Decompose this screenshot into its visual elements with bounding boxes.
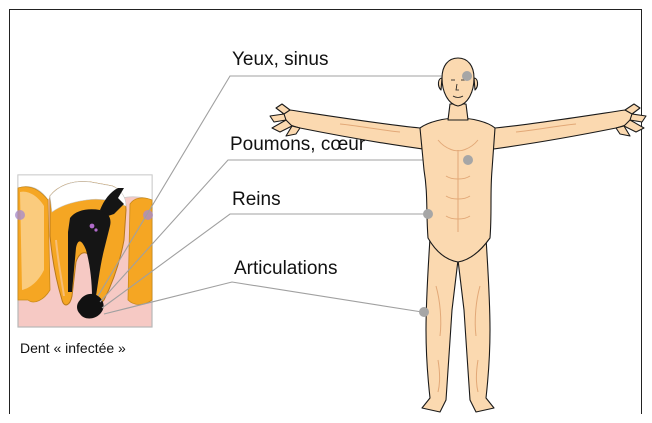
marker-dot-joints	[419, 307, 429, 317]
label-kidneys: Reins	[232, 190, 281, 209]
marker-dot-lungs-heart	[463, 155, 473, 165]
marker-dot-kidneys	[423, 209, 433, 219]
label-lungs-heart: Poumons, cœur	[230, 135, 365, 154]
leader-line-lungs-heart	[100, 160, 468, 302]
tooth-illustration	[15, 175, 153, 327]
marker-dot-eyes-sinus	[462, 71, 472, 81]
tooth-caption: Dent « infectée »	[20, 341, 126, 355]
label-joints: Articulations	[234, 259, 338, 278]
label-eyes-sinus: Yeux, sinus	[232, 50, 328, 69]
human-body-figure	[270, 58, 646, 412]
